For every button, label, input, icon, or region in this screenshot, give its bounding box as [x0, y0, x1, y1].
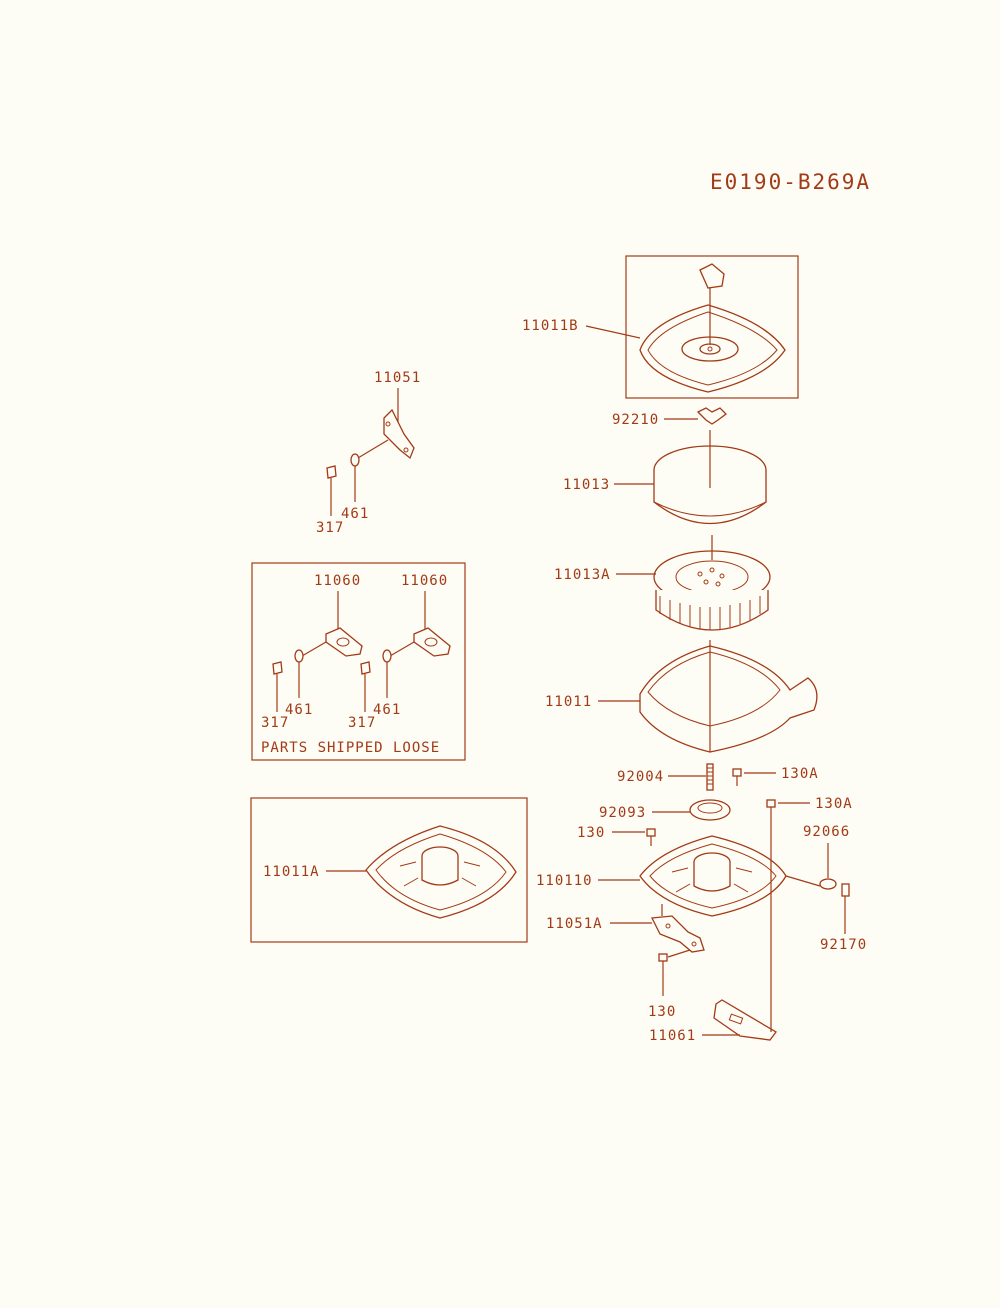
part-11011A-base[interactable] — [365, 825, 517, 919]
label-461-a: 461 — [285, 702, 313, 718]
label-92066: 92066 — [803, 824, 850, 840]
label-317-b: 317 — [348, 715, 376, 731]
label-461-top: 461 — [341, 506, 369, 522]
part-317-nut-a[interactable] — [272, 661, 283, 675]
part-11011B-cover[interactable] — [639, 304, 786, 393]
parts-shipped-loose-box — [251, 562, 466, 761]
label-92170: 92170 — [820, 937, 867, 953]
label-92210: 92210 — [612, 412, 659, 428]
label-130-1: 130 — [577, 825, 605, 841]
label-11011A: 11011A — [263, 864, 320, 880]
label-11051: 11051 — [374, 370, 421, 386]
label-11011B: 11011B — [522, 318, 579, 334]
part-92004-stud[interactable] — [706, 763, 714, 791]
part-11060-gasket-1[interactable] — [325, 627, 363, 657]
part-92210-wing-nut[interactable] — [696, 407, 727, 425]
part-11051A-bracket[interactable] — [650, 904, 705, 953]
part-92066-plug[interactable] — [819, 878, 837, 890]
label-110110: 110110 — [536, 873, 593, 889]
part-11013A-filter[interactable] — [653, 535, 771, 631]
label-11060-1: 11060 — [314, 573, 361, 589]
part-461-washer-a[interactable] — [294, 649, 304, 663]
part-92170-pin[interactable] — [841, 883, 850, 934]
part-130A-bolt-1[interactable] — [732, 768, 742, 786]
label-92093: 92093 — [599, 805, 646, 821]
label-11011: 11011 — [545, 694, 592, 710]
label-92004: 92004 — [617, 769, 664, 785]
label-11061: 11061 — [649, 1028, 696, 1044]
part-11060-gasket-2[interactable] — [413, 627, 451, 657]
part-130-bolt-2[interactable] — [658, 949, 691, 996]
part-317-nut-top[interactable] — [326, 465, 337, 479]
label-317-a: 317 — [261, 715, 289, 731]
part-11011-housing[interactable] — [639, 640, 818, 753]
part-11013-prefilter[interactable] — [653, 430, 767, 525]
label-11013: 11013 — [563, 477, 610, 493]
label-11051A: 11051A — [546, 916, 603, 932]
11011A-box — [250, 797, 528, 943]
part-wing-nut-top[interactable] — [699, 263, 725, 345]
label-317-top: 317 — [316, 520, 344, 536]
label-11060-2: 11060 — [401, 573, 448, 589]
part-461-washer-top[interactable] — [350, 453, 360, 467]
part-130-bolt-1[interactable] — [646, 828, 656, 846]
label-461-b: 461 — [373, 702, 401, 718]
part-130A-bolt-2[interactable] — [766, 799, 776, 820]
parts-shipped-loose-caption: PARTS SHIPPED LOOSE — [261, 740, 440, 756]
part-317-nut-b[interactable] — [360, 661, 371, 675]
part-11061-gasket[interactable] — [713, 820, 777, 1041]
label-130A-1: 130A — [781, 766, 819, 782]
diagram-code: E0190-B269A — [710, 170, 871, 194]
part-11051-bracket[interactable] — [383, 408, 415, 460]
part-92093-seal[interactable] — [689, 799, 731, 821]
cover-box — [625, 255, 799, 399]
label-130A-2: 130A — [815, 796, 853, 812]
part-110110-base[interactable] — [639, 835, 821, 917]
label-11013A: 11013A — [554, 567, 611, 583]
label-130-2: 130 — [648, 1004, 676, 1020]
part-461-washer-b[interactable] — [382, 649, 392, 663]
